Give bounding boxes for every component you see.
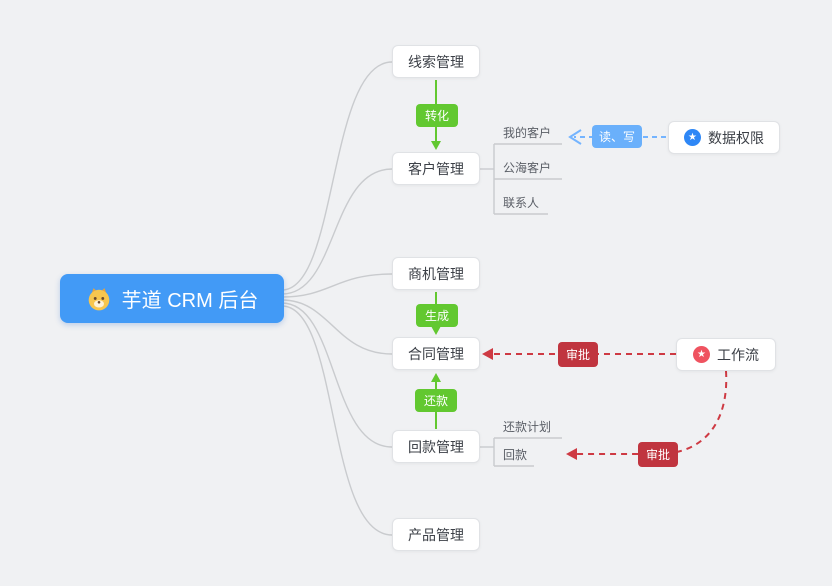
star-icon-blue: ★ bbox=[684, 129, 701, 146]
leaf-receipt[interactable]: 回款 bbox=[503, 448, 528, 462]
leaf-contacts[interactable]: 联系人 bbox=[503, 196, 540, 210]
node-contracts-label: 合同管理 bbox=[408, 345, 464, 362]
node-customers[interactable]: 客户管理 bbox=[392, 152, 480, 185]
badge-generate: 生成 bbox=[416, 304, 458, 327]
node-products[interactable]: 产品管理 bbox=[392, 518, 480, 551]
badge-repay: 还款 bbox=[415, 389, 457, 412]
leaf-public-customers[interactable]: 公海客户 bbox=[503, 161, 552, 175]
node-contracts[interactable]: 合同管理 bbox=[392, 337, 480, 370]
node-opportunities-label: 商机管理 bbox=[408, 265, 464, 282]
badge-approve-receivable: 审批 bbox=[638, 442, 678, 467]
badge-read-write: 读、写 bbox=[592, 125, 642, 148]
green-flow-arrows bbox=[431, 80, 441, 429]
node-receivables-label: 回款管理 bbox=[408, 438, 464, 455]
root-node-label: 芋道 CRM 后台 bbox=[121, 290, 259, 312]
node-customers-label: 客户管理 bbox=[408, 160, 464, 177]
receivable-children-lines bbox=[480, 437, 562, 467]
node-workflow[interactable]: ★ 工作流 bbox=[676, 338, 776, 371]
badge-approve-contract: 审批 bbox=[558, 342, 598, 367]
node-data-permission[interactable]: ★ 数据权限 bbox=[668, 121, 780, 154]
node-workflow-label: 工作流 bbox=[717, 346, 759, 363]
dog-avatar-icon bbox=[86, 286, 112, 312]
node-data-permission-label: 数据权限 bbox=[708, 129, 764, 146]
leaf-repayment-plan[interactable]: 还款计划 bbox=[503, 420, 552, 434]
node-leads[interactable]: 线索管理 bbox=[392, 45, 480, 78]
node-opportunities[interactable]: 商机管理 bbox=[392, 257, 480, 290]
node-products-label: 产品管理 bbox=[408, 526, 464, 543]
customer-children-lines bbox=[480, 143, 562, 215]
node-receivables[interactable]: 回款管理 bbox=[392, 430, 480, 463]
node-leads-label: 线索管理 bbox=[408, 53, 464, 70]
root-branch-curves bbox=[281, 61, 393, 536]
badge-convert: 转化 bbox=[416, 104, 458, 127]
star-icon-red: ★ bbox=[693, 346, 710, 363]
root-node-crm-backend[interactable]: 芋道 CRM 后台 bbox=[60, 274, 284, 323]
leaf-my-customers[interactable]: 我的客户 bbox=[503, 126, 552, 140]
